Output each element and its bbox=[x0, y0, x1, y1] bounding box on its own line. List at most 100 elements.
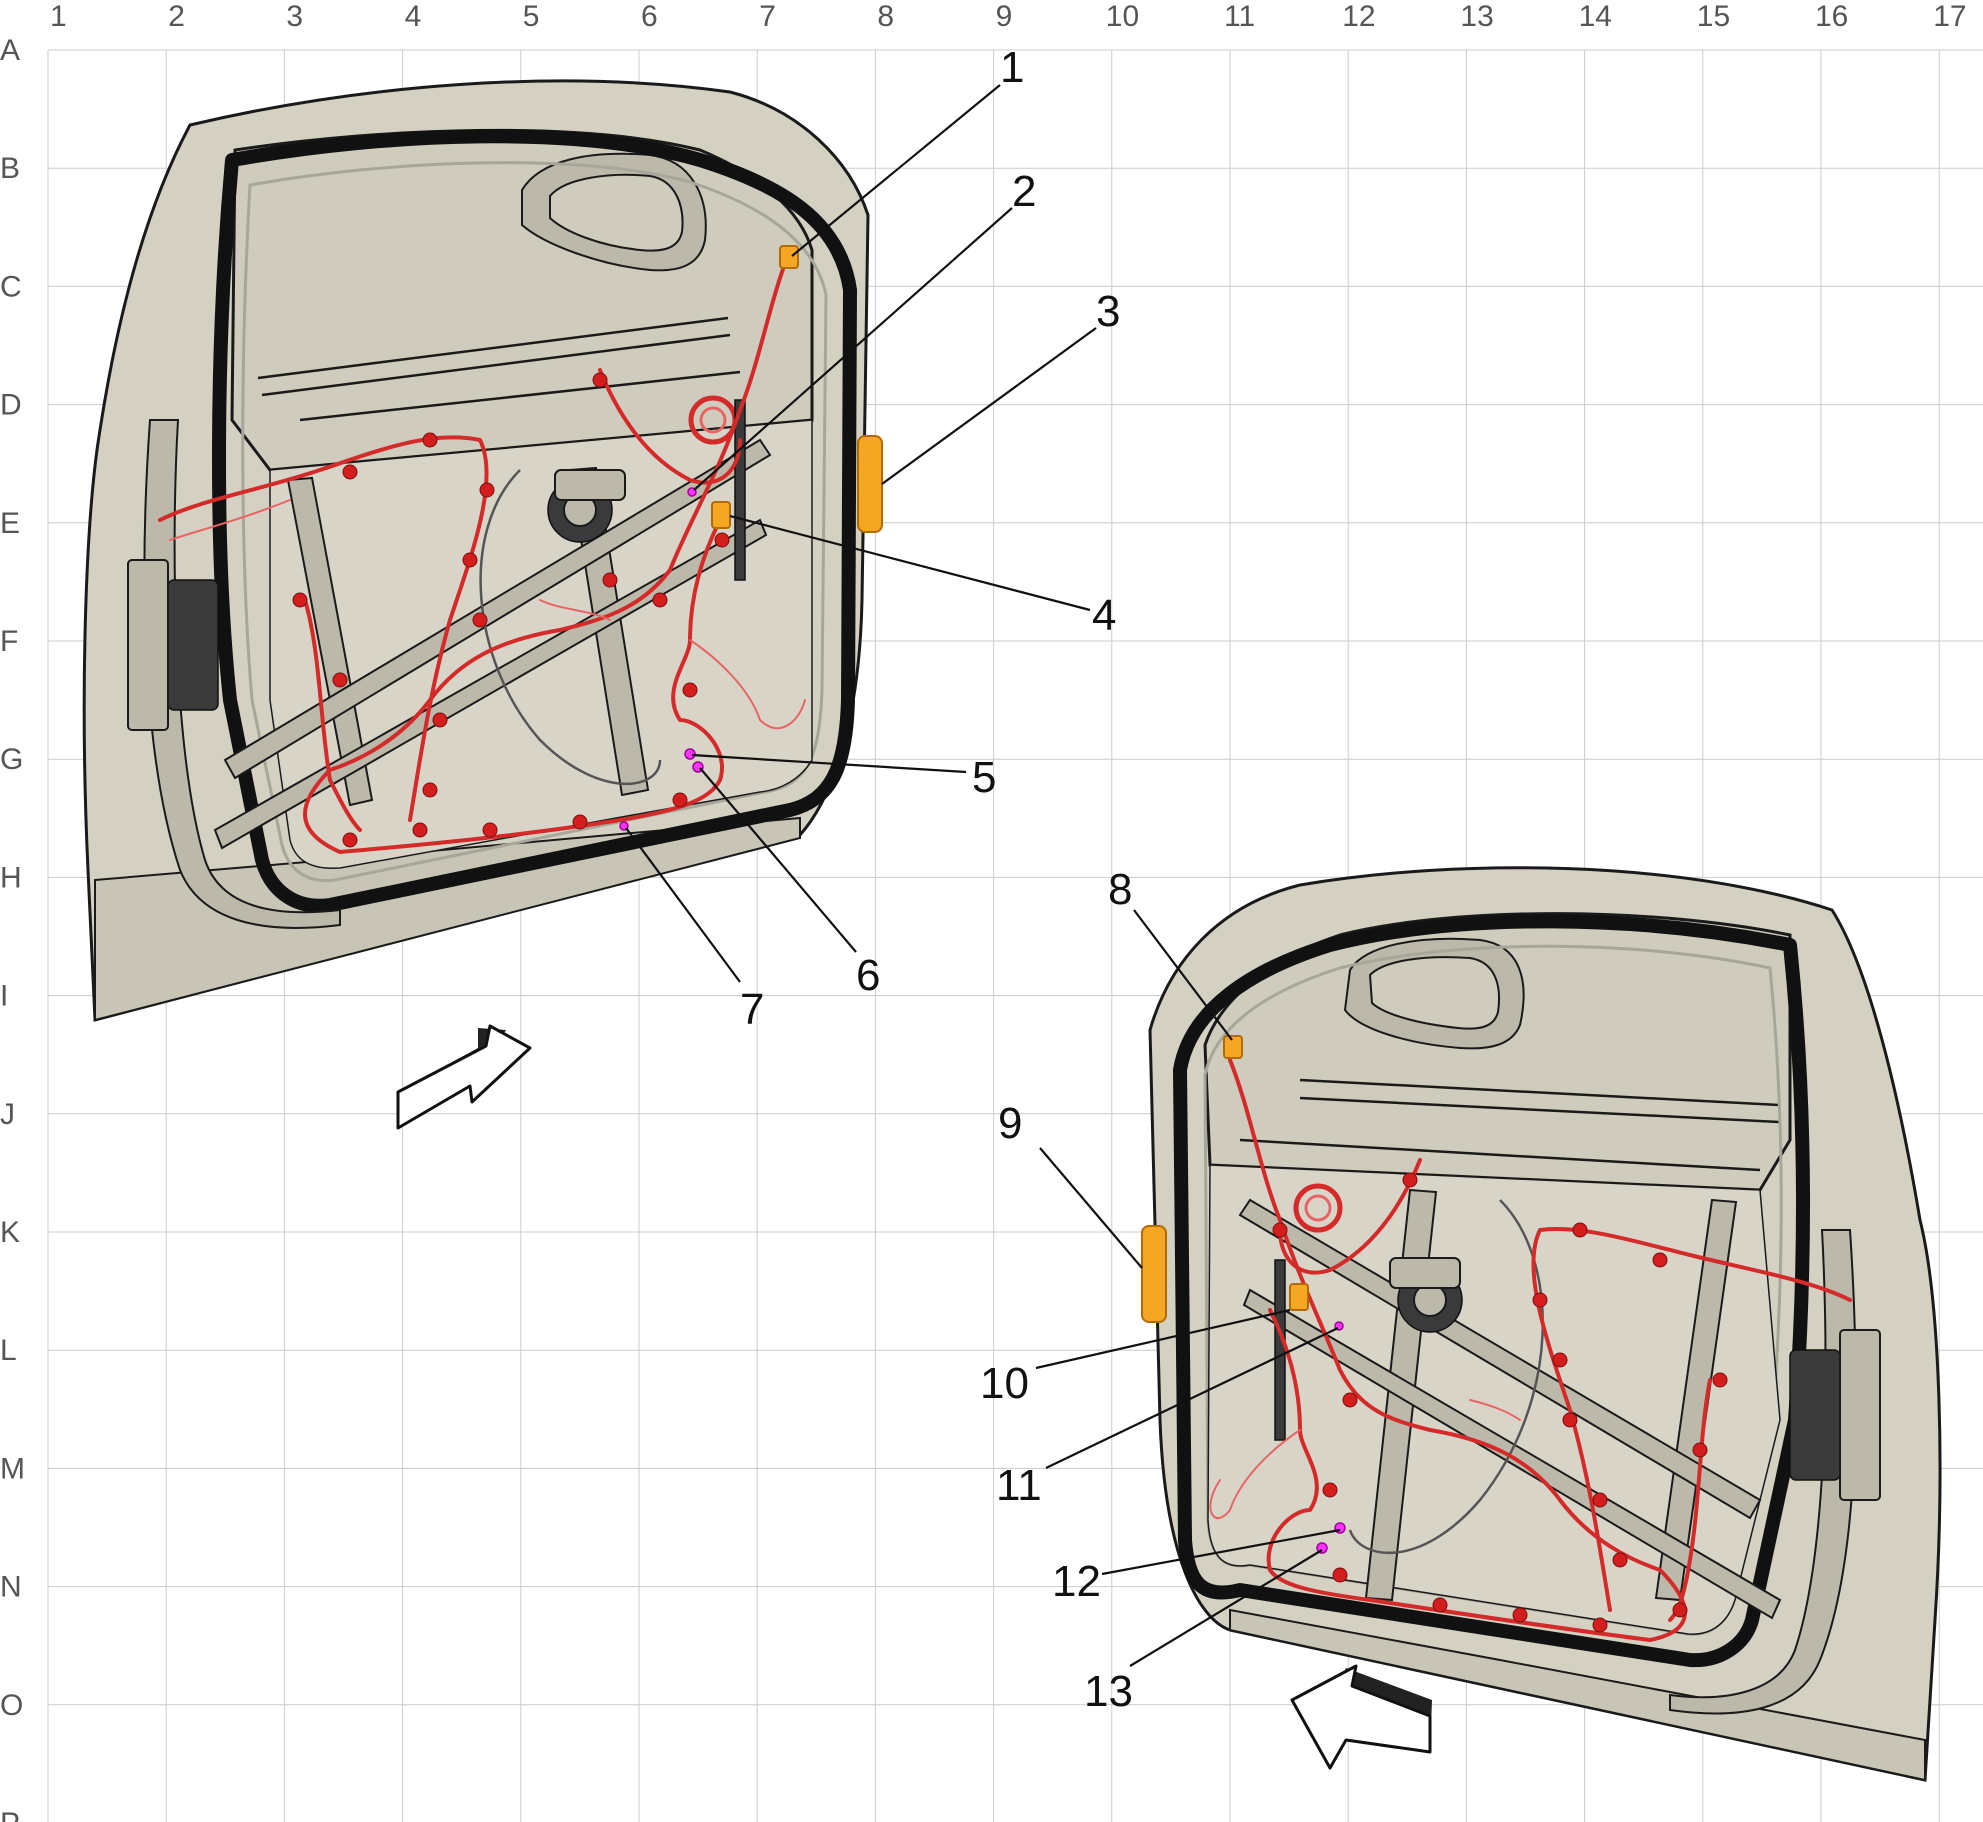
harness-secondary-1-right bbox=[1209, 1429, 1301, 1519]
grid-column-label: 12 bbox=[1342, 0, 1375, 33]
harness-clip bbox=[1592, 1492, 1608, 1508]
harness-clip bbox=[1332, 1567, 1348, 1583]
grid-row-label: O bbox=[0, 1689, 23, 1722]
harness-clip bbox=[479, 482, 495, 498]
mirror-inner bbox=[549, 173, 684, 252]
leader-8 bbox=[1133, 909, 1233, 1041]
grid-row-label: F bbox=[0, 625, 18, 658]
harness-clip bbox=[1692, 1442, 1708, 1458]
speaker-ring-inner-right bbox=[1304, 1194, 1332, 1222]
grid-column-label: 7 bbox=[759, 0, 776, 33]
impact-beam-lower-right bbox=[1242, 1288, 1782, 1620]
grid-row-label: I bbox=[0, 980, 8, 1013]
glass-run-lower bbox=[261, 333, 731, 397]
harness-clip bbox=[1612, 1552, 1628, 1568]
callout-numbers: 1 2 3 4 5 6 7 8 9 10 11 12 13 bbox=[740, 43, 1133, 1716]
callout-5: 5 bbox=[972, 753, 996, 802]
glass-run-lower-right bbox=[1299, 1096, 1781, 1124]
callout-7: 7 bbox=[740, 985, 764, 1034]
door-lower-sill-right bbox=[1229, 1608, 1926, 1782]
leader-7 bbox=[625, 827, 741, 983]
harness-clip bbox=[332, 672, 348, 688]
grid-column-label: 10 bbox=[1106, 0, 1139, 33]
leader-4 bbox=[729, 514, 1091, 612]
connector-10 bbox=[1289, 1283, 1309, 1311]
harness-clip bbox=[482, 822, 498, 838]
harness-clip bbox=[1432, 1597, 1448, 1613]
harness-clip bbox=[462, 552, 478, 568]
door-latch bbox=[167, 579, 219, 711]
harness-clip bbox=[412, 822, 428, 838]
leader-2 bbox=[693, 207, 1013, 491]
callout-2: 2 bbox=[1012, 167, 1036, 216]
grid-column-label: 16 bbox=[1815, 0, 1848, 33]
leader-6 bbox=[699, 767, 857, 953]
latch-bracket bbox=[127, 559, 169, 731]
door-latch-right bbox=[1789, 1349, 1841, 1481]
grid-column-label: 9 bbox=[996, 0, 1013, 33]
grid-column-label: 2 bbox=[168, 0, 185, 33]
harness-clip bbox=[1342, 1392, 1358, 1408]
harness-secondary-1 bbox=[689, 639, 806, 730]
callout-10: 10 bbox=[980, 1359, 1029, 1408]
harness-secondary-3 bbox=[169, 499, 291, 541]
front-door-interior-view-left bbox=[82, 79, 883, 1130]
door-seal-outer bbox=[212, 129, 857, 913]
callout-3: 3 bbox=[1096, 287, 1120, 336]
connector-4 bbox=[711, 501, 731, 529]
harness-clip bbox=[1592, 1617, 1608, 1633]
leader-3 bbox=[881, 327, 1097, 485]
speaker-ring-right bbox=[1293, 1183, 1343, 1233]
harness-clip bbox=[1712, 1372, 1728, 1388]
harness-clip bbox=[652, 592, 668, 608]
grid-column-label: 4 bbox=[405, 0, 422, 33]
harness-clip bbox=[1272, 1222, 1288, 1238]
window-motor-body bbox=[554, 469, 626, 501]
connector-1-mirror bbox=[779, 245, 799, 269]
view-direction-arrow-left bbox=[396, 1024, 532, 1130]
grid-column-label: 8 bbox=[877, 0, 894, 33]
harness-clip bbox=[572, 814, 588, 830]
leader-12 bbox=[1101, 1528, 1341, 1576]
grid-row-label: N bbox=[0, 1571, 22, 1604]
callout-leaders bbox=[625, 84, 1341, 1667]
window-motor-body-right bbox=[1389, 1257, 1461, 1289]
harness-rear-run bbox=[158, 435, 489, 822]
glass-run-upper-right bbox=[1299, 1078, 1781, 1107]
grid-row-label: A bbox=[0, 34, 20, 67]
harness-clip bbox=[714, 532, 730, 548]
callout-8: 8 bbox=[1108, 865, 1132, 914]
connector-3-door-module bbox=[857, 435, 883, 533]
latch-bracket-right bbox=[1839, 1329, 1881, 1501]
leader-13 bbox=[1129, 1549, 1323, 1667]
latch-rod-right bbox=[1274, 1259, 1286, 1441]
leader-1 bbox=[791, 84, 1001, 257]
harness-clip bbox=[342, 464, 358, 480]
belt-line bbox=[299, 370, 741, 422]
harness-clip bbox=[1552, 1352, 1568, 1368]
harness-clip bbox=[1572, 1222, 1588, 1238]
grid-column-label: 14 bbox=[1579, 0, 1612, 33]
grid-row-labels: ABCDEFGHIJKLMNOP bbox=[0, 34, 25, 1822]
grid-row-label: M bbox=[0, 1452, 25, 1485]
callout-1: 1 bbox=[1000, 43, 1024, 92]
speaker-ring-inner bbox=[699, 406, 727, 434]
harness-clip bbox=[292, 592, 308, 608]
impact-beam-upper bbox=[223, 438, 772, 780]
harness-regulator-branch bbox=[303, 598, 362, 832]
callout-6: 6 bbox=[856, 951, 880, 1000]
grid-row-label: E bbox=[0, 507, 20, 540]
grid-column-label: 15 bbox=[1697, 0, 1730, 33]
grid-row-label: P bbox=[0, 1807, 20, 1822]
front-door-interior-view-right bbox=[1141, 866, 1942, 1782]
grid-row-label: J bbox=[0, 1098, 15, 1131]
belt-line-right bbox=[1239, 1138, 1761, 1172]
harness-clip bbox=[1402, 1172, 1418, 1188]
regulator-cable bbox=[479, 469, 662, 785]
splice-5 bbox=[684, 748, 696, 760]
harness-clip bbox=[432, 712, 448, 728]
callout-4: 4 bbox=[1092, 591, 1116, 640]
harness-clips-left bbox=[292, 372, 730, 848]
grid-row-label: G bbox=[0, 743, 23, 776]
